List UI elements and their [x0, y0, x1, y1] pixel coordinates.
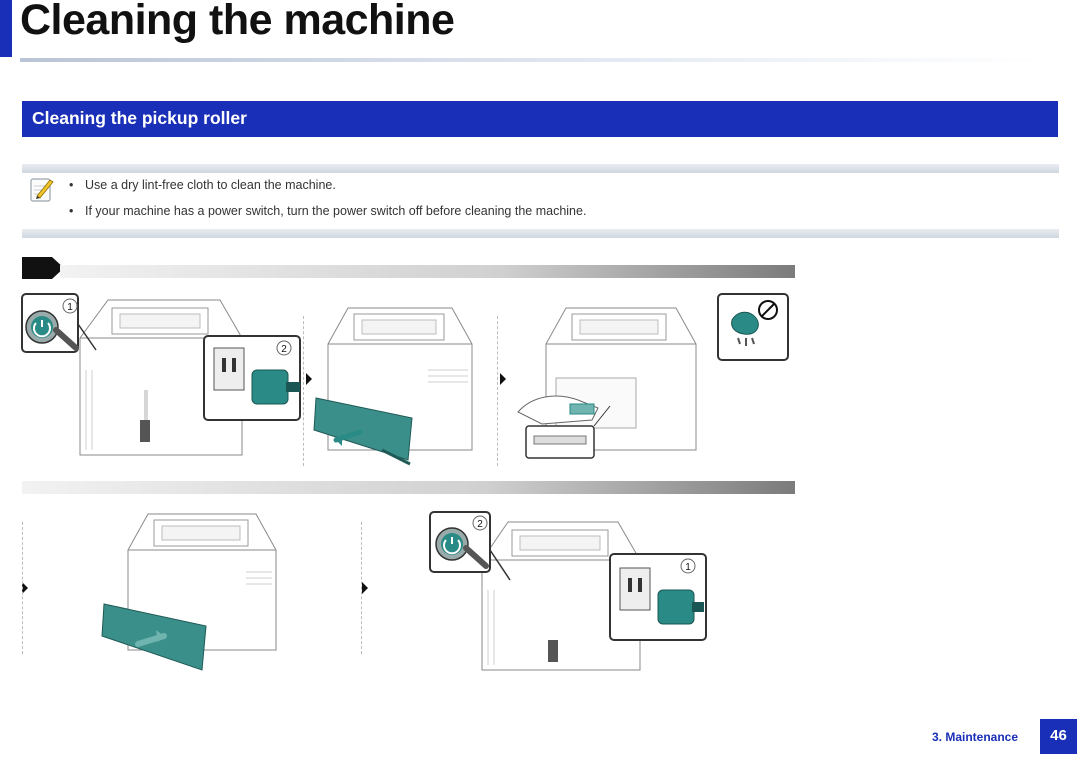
note-bullet: • If your machine has a power switch, tur… — [69, 204, 586, 218]
figure-divider — [361, 522, 362, 654]
callout-number: 2 — [281, 344, 287, 355]
step-arrow-icon — [500, 373, 506, 385]
bullet-dot: • — [69, 204, 74, 218]
figure-insert-tray — [101, 513, 277, 671]
figure-power-off-unplug: 1 2 — [21, 293, 301, 456]
step-arrow-icon — [306, 373, 312, 385]
step-arrow-icon — [22, 582, 28, 594]
bullet-dot: • — [69, 178, 74, 192]
section-header: Cleaning the pickup roller — [22, 101, 1058, 137]
step-arrow-icon — [362, 582, 368, 594]
callout-number: 2 — [477, 519, 483, 530]
figure-divider — [303, 316, 304, 466]
step-2-band — [22, 481, 795, 494]
no-wet-cloth-icon — [717, 293, 789, 361]
note-bullet: • Use a dry lint-free cloth to clean the … — [69, 178, 336, 192]
note-bullet-text: Use a dry lint-free cloth to clean the m… — [85, 178, 336, 192]
callout-number: 1 — [685, 562, 691, 573]
page-number: 46 — [1040, 719, 1077, 754]
note-top-band — [22, 164, 1059, 173]
note-pencil-icon — [30, 178, 54, 202]
section-title: Cleaning the pickup roller — [32, 108, 247, 128]
title-underline — [20, 58, 1040, 62]
note-bullet-text: If your machine has a power switch, turn… — [85, 204, 587, 218]
figure-wipe-roller — [517, 307, 697, 459]
figure-divider — [497, 316, 498, 466]
callout-number: 1 — [67, 302, 73, 313]
figure-divider — [22, 522, 23, 654]
figure-remove-tray — [313, 307, 473, 466]
figure-plug-in-power-on: 2 1 — [429, 511, 707, 671]
step-1-band — [60, 265, 795, 278]
page-title: Cleaning the machine — [20, 0, 455, 44]
note-bottom-band — [22, 229, 1059, 238]
step-arrow-icon — [22, 257, 64, 279]
chapter-color-tab — [0, 0, 12, 57]
footer-chapter-link[interactable]: 3. Maintenance — [932, 730, 1019, 744]
